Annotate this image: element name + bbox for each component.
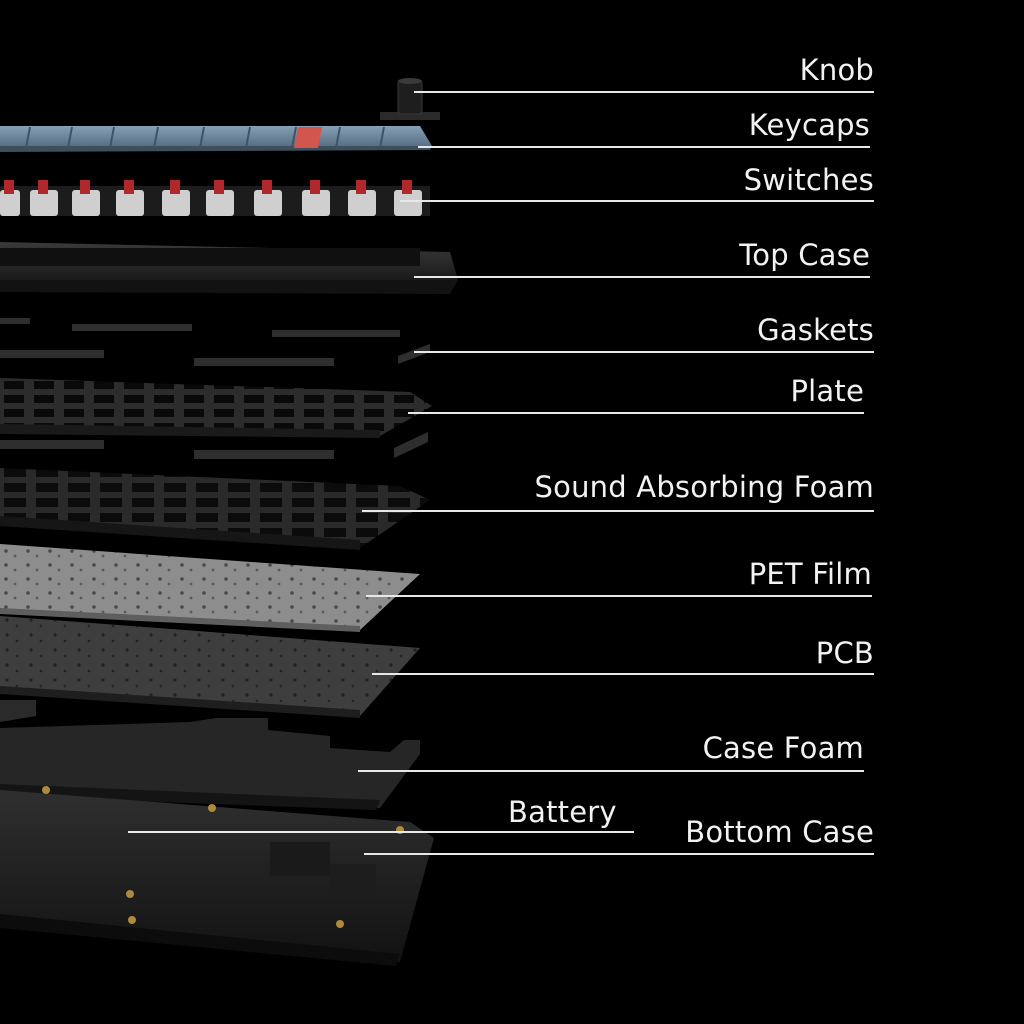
leader-pet-film	[366, 595, 872, 597]
case-foam-part	[0, 700, 420, 810]
leader-keycaps	[418, 146, 870, 148]
knob-part	[380, 78, 440, 120]
leader-top-case	[414, 276, 870, 278]
label-battery: Battery	[508, 795, 617, 829]
pet-film-part	[0, 544, 420, 632]
gaskets-part	[0, 318, 430, 459]
switches-part	[0, 180, 430, 216]
plate-part	[0, 378, 432, 438]
label-bottom-case: Bottom Case	[685, 815, 874, 849]
label-sound-absorbing-foam: Sound Absorbing Foam	[534, 470, 874, 504]
keycaps-part	[0, 126, 432, 152]
label-pcb: PCB	[815, 636, 874, 670]
leader-battery	[128, 831, 634, 833]
leader-bottom-case	[364, 853, 874, 855]
label-switches: Switches	[743, 163, 874, 197]
label-top-case: Top Case	[739, 238, 870, 272]
label-knob: Knob	[799, 53, 874, 87]
leader-sound-absorbing-foam	[362, 510, 874, 512]
label-gaskets: Gaskets	[757, 313, 874, 347]
label-pet-film: PET Film	[748, 557, 872, 591]
bottom-case-part	[0, 786, 434, 966]
leader-knob	[414, 91, 874, 93]
top-case-part	[0, 242, 458, 294]
leader-switches	[400, 200, 874, 202]
leader-gaskets	[414, 351, 874, 353]
sound-absorbing-foam-part	[0, 468, 430, 550]
leader-case-foam	[358, 770, 864, 772]
label-plate: Plate	[790, 374, 864, 408]
leader-plate	[408, 412, 864, 414]
pcb-part	[0, 616, 420, 718]
label-case-foam: Case Foam	[702, 731, 864, 765]
label-keycaps: Keycaps	[748, 108, 870, 142]
leader-pcb	[372, 673, 874, 675]
